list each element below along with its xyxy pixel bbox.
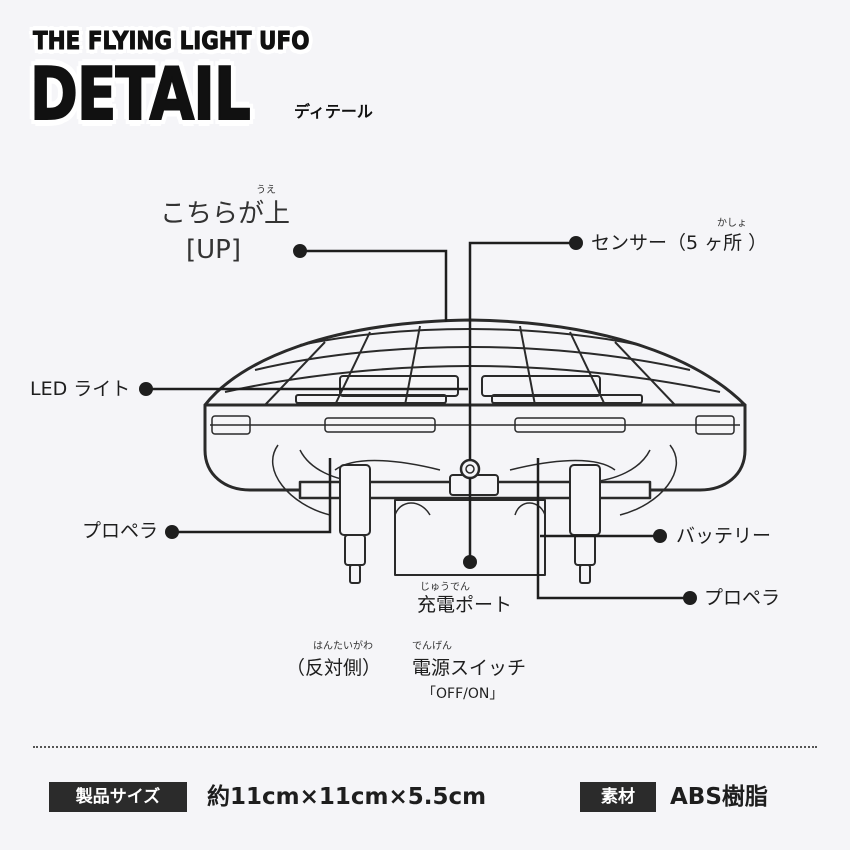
propeller-right-label: プロペラ <box>704 587 781 609</box>
dot-sensor <box>569 236 583 250</box>
top-side-label: こちらが上 <box>160 199 291 229</box>
sensor-ruby: かしょ <box>717 218 747 229</box>
dot-top <box>293 244 307 258</box>
leader-top <box>300 249 448 322</box>
top-side-sub-label: [UP] <box>186 235 241 265</box>
page-title: DETAIL <box>29 52 251 136</box>
power-switch-ruby: でんげん <box>412 641 452 652</box>
charging-port-label: 充電ポート <box>417 594 513 616</box>
page-title-kana: ディテール <box>294 102 373 121</box>
dot-charging-port <box>463 555 477 569</box>
header-subtitle: THE FLYING LIGHT UFO <box>33 26 310 56</box>
dot-battery <box>653 529 667 543</box>
dot-propeller-left <box>165 525 179 539</box>
battery-label: バッテリー <box>676 525 772 547</box>
dot-propeller-right <box>683 591 697 605</box>
power-switch-label: 電源スイッチ <box>412 657 527 679</box>
material-tag: 素材 <box>580 782 656 812</box>
leader-propeller-left <box>172 458 332 534</box>
top-side-ruby: うえ <box>256 185 276 196</box>
sensor-label: センサー（5 ヶ所 ） <box>591 232 768 254</box>
dot-led <box>139 382 153 396</box>
dotted-divider <box>33 746 817 748</box>
size-tag: 製品サイズ <box>49 782 187 812</box>
leader-propeller-right <box>536 458 690 600</box>
size-value: 約11cm×11cm×5.5cm <box>207 784 487 810</box>
opposite-side-label: （反対側） <box>286 657 382 679</box>
material-value: ABS樹脂 <box>670 784 768 810</box>
opposite-side-ruby: はんたいがわ <box>313 641 373 652</box>
leader-sensor <box>468 241 576 460</box>
led-light-label: LED ライト <box>30 378 131 400</box>
propeller-left-label: プロペラ <box>82 520 159 542</box>
charging-port-ruby: じゅうでん <box>420 582 470 593</box>
power-switch-sub-label: 「OFF/ON」 <box>422 686 504 702</box>
